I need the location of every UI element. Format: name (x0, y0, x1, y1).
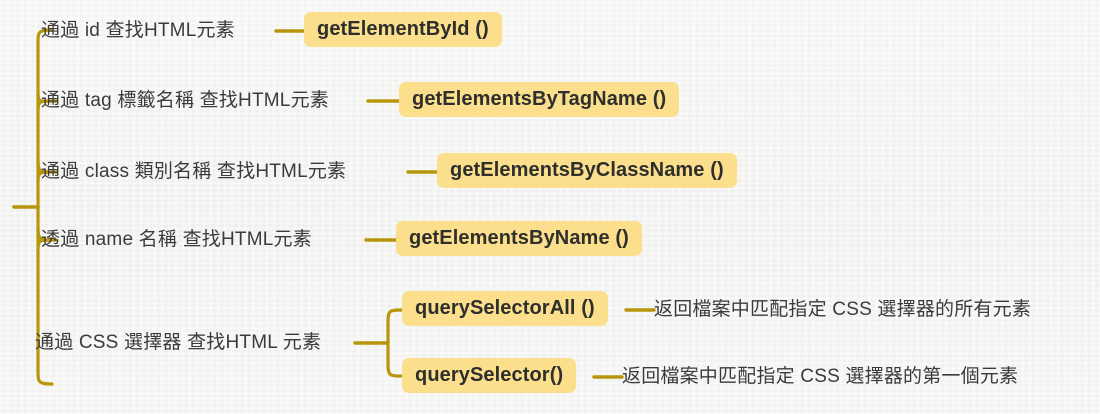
method-description-5a: 返回檔案中匹配指定 CSS 選擇器的所有元素 (654, 299, 1032, 320)
method-chip-3[interactable]: getElementsByClassName () (437, 153, 737, 188)
branch-label-5: 通過 CSS 選擇器 查找HTML 元素 (35, 332, 322, 353)
branch-label-2: 通過 tag 標籤名稱 查找HTML元素 (41, 90, 329, 111)
branch-label-1: 通過 id 查找HTML元素 (41, 20, 235, 41)
method-chip-1-text: getElementById () (304, 12, 502, 47)
method-chip-5b[interactable]: querySelector() (402, 358, 577, 393)
method-description-5b: 返回檔案中匹配指定 CSS 選擇器的第一個元素 (622, 366, 1019, 387)
method-chip-4-text: getElementsByName () (396, 221, 642, 256)
method-chip-5a[interactable]: querySelectorAll () (402, 291, 608, 326)
method-chip-2[interactable]: getElementsByTagName () (399, 82, 680, 117)
branch-label-4: 透過 name 名稱 查找HTML元素 (41, 229, 312, 250)
method-chip-1[interactable]: getElementById () (304, 12, 502, 47)
branch-label-3: 通過 class 類別名稱 查找HTML元素 (41, 161, 347, 182)
method-chip-3-text: getElementsByClassName () (437, 153, 737, 188)
method-chip-4[interactable]: getElementsByName () (396, 221, 642, 256)
method-chip-2-text: getElementsByTagName () (399, 82, 680, 117)
method-chip-5a-text: querySelectorAll () (402, 291, 608, 326)
method-chip-5b-text: querySelector() (402, 358, 577, 393)
